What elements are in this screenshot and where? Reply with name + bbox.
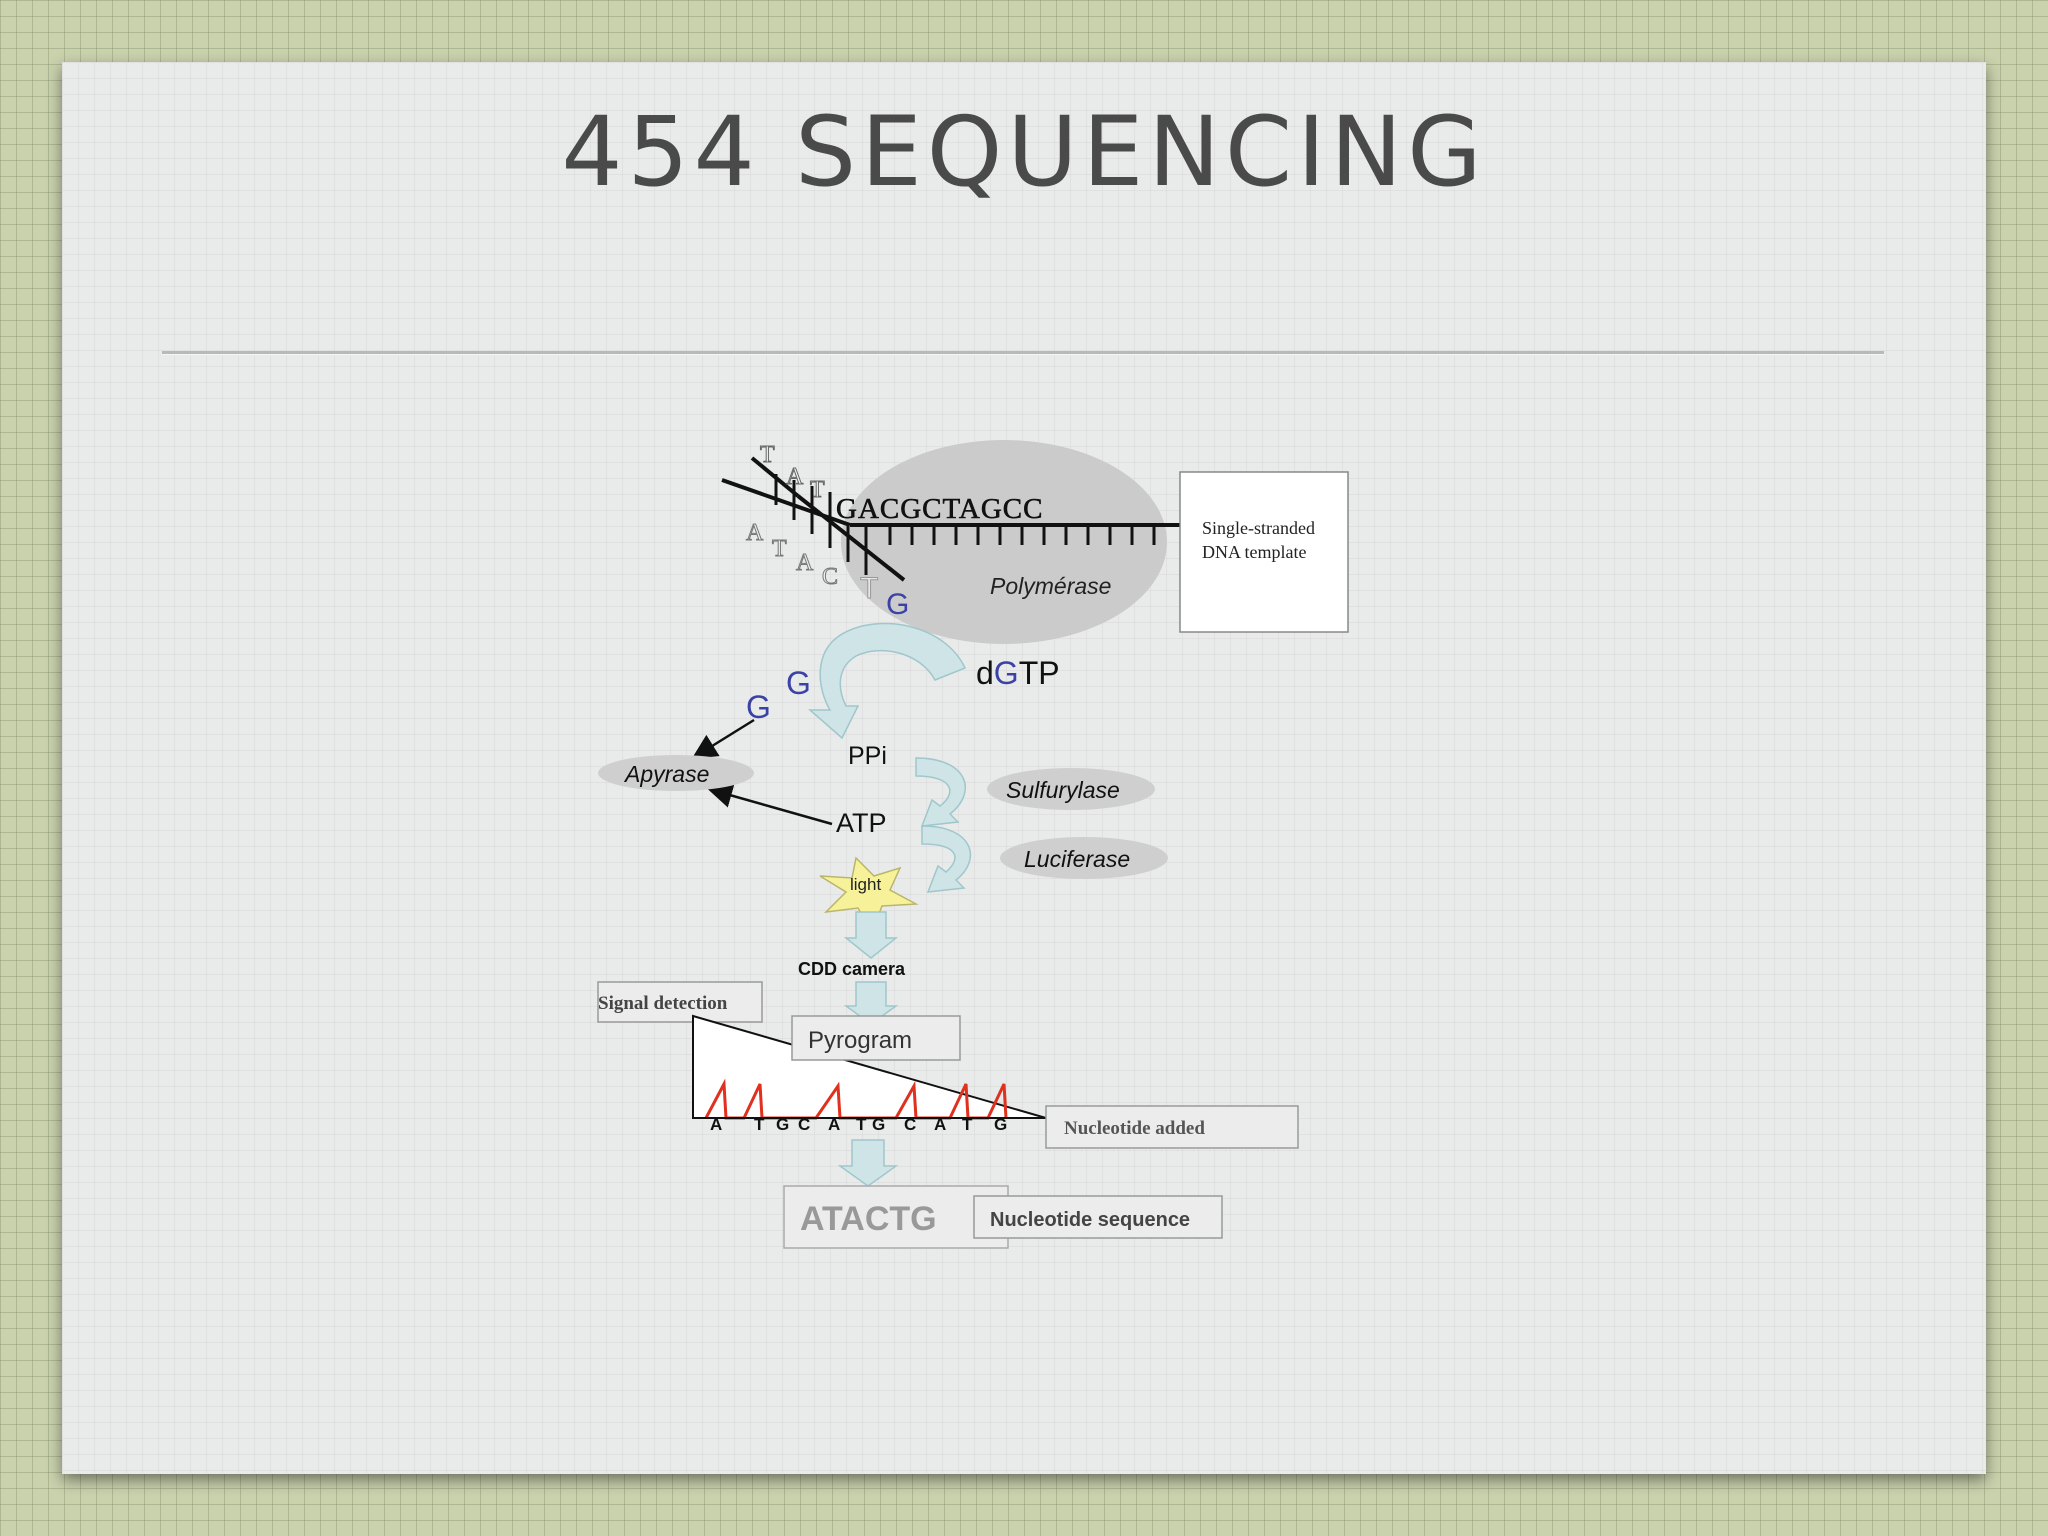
nucleotide-added-letter: T	[962, 1115, 973, 1134]
dgtp-prefix: d	[976, 655, 994, 691]
signal-detection-label: Signal detection	[598, 993, 728, 1014]
dgtp-base: G	[994, 655, 1019, 691]
template-label-line: DNA template	[1202, 542, 1306, 562]
sulfurylase-label: Sulfurylase	[1006, 777, 1120, 803]
ppi-label: PPi	[848, 742, 887, 770]
apyrase-ellipse	[598, 755, 754, 791]
dgtp-label: dGTP	[976, 655, 1060, 691]
primer-base: A	[786, 464, 804, 490]
nucleotide-sequence-box	[973, 1195, 1223, 1239]
nucleotide-added-letter: G	[872, 1115, 885, 1134]
nucleotide-added-letter: A	[828, 1115, 840, 1134]
luciferase-ellipse	[1000, 837, 1168, 879]
title-divider	[162, 351, 1884, 355]
pyrogram-box	[791, 1015, 961, 1061]
camera-label: CDD camera	[798, 959, 906, 979]
to-pyrogram-arrow	[843, 981, 899, 1025]
result-sequence-box	[783, 1185, 1009, 1249]
slide-title: 454 SEQUENCING	[561, 96, 1487, 208]
atp-label: ATP	[836, 808, 887, 838]
g-to-apyrase-arrow	[691, 718, 755, 759]
luciferase-label: Luciferase	[1024, 846, 1130, 872]
released-g: G	[786, 665, 811, 701]
lower-base: C	[822, 564, 838, 590]
dgtp-suffix: TP	[1019, 655, 1060, 691]
to-sequence-arrow	[837, 1139, 899, 1187]
light-label: light	[850, 875, 881, 894]
slide	[62, 62, 1986, 1474]
nucleotide-added-letter: C	[904, 1115, 916, 1134]
released-g: G	[746, 689, 771, 725]
template-sequence: GACGCTAGCC	[836, 493, 1043, 525]
incoming-g: G	[886, 588, 909, 621]
polymerase-label: Polymérase	[990, 573, 1111, 599]
sulfurylase-arrow	[915, 757, 966, 827]
template-label-box	[1179, 471, 1349, 633]
to-camera-arrow	[843, 911, 899, 959]
sulfurylase-ellipse	[987, 768, 1155, 810]
nucleotide-sequence-label: Nucleotide sequence	[990, 1209, 1190, 1231]
pyrogram-label: Pyrogram	[808, 1027, 912, 1054]
lower-base: T	[860, 572, 878, 605]
template-label: Single-stranded DNA template	[1202, 518, 1319, 562]
result-sequence: ATACTG	[800, 1200, 937, 1238]
nucleotide-added-letter: A	[710, 1115, 722, 1134]
nucleotide-added-letter: T	[754, 1115, 765, 1134]
nucleotide-added-letter: T	[856, 1115, 867, 1134]
atp-to-apyrase-arrow	[707, 783, 833, 826]
nucleotide-added-letter: A	[934, 1115, 946, 1134]
luciferase-arrow	[921, 825, 972, 893]
lower-base: A	[746, 520, 764, 546]
template-label-line: Single-stranded	[1202, 518, 1315, 538]
release-arrow	[808, 622, 967, 740]
primer-base: T	[810, 477, 825, 503]
signal-detection-box	[597, 981, 763, 1023]
apyrase-label: Apyrase	[623, 761, 709, 787]
nucleotide-added-letter: C	[798, 1115, 810, 1134]
lower-base: A	[796, 550, 814, 576]
polymerase-ellipse	[841, 440, 1167, 644]
nucleotide-added-letter: G	[776, 1115, 789, 1134]
primer-base: T	[760, 442, 775, 468]
nucleotide-added-box	[1045, 1105, 1299, 1149]
lower-base: T	[772, 536, 787, 562]
nucleotide-added-label: Nucleotide added	[1064, 1118, 1205, 1139]
nucleotide-added-letter: G	[994, 1115, 1007, 1134]
base-pair-ticks	[774, 474, 1156, 575]
